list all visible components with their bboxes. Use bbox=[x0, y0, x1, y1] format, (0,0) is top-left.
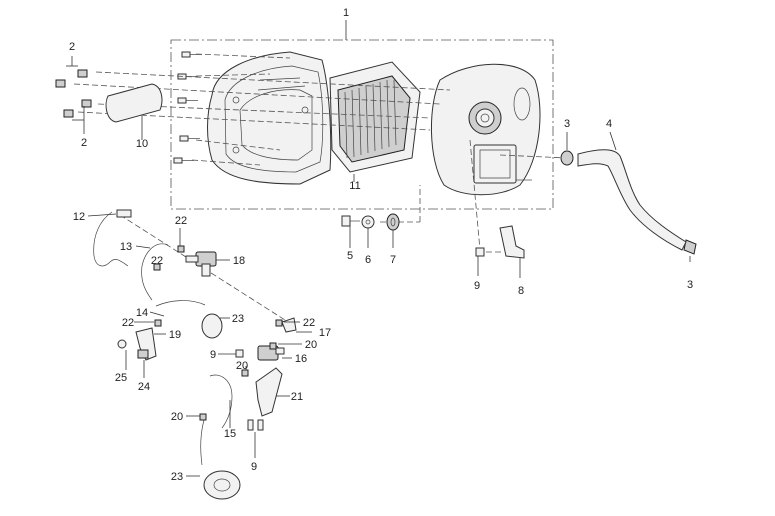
callout-9: 9 bbox=[210, 349, 216, 361]
callout-15: 15 bbox=[224, 428, 236, 440]
small-fittings bbox=[153, 245, 283, 431]
callout-18: 18 bbox=[233, 255, 245, 267]
callout-21: 21 bbox=[291, 391, 303, 403]
callout-22: 22 bbox=[122, 317, 134, 329]
hose-12 bbox=[93, 209, 132, 267]
bracket-8 bbox=[499, 225, 525, 259]
clamp-3-bottom bbox=[683, 239, 697, 255]
foam-pad bbox=[105, 83, 163, 123]
callout-3: 3 bbox=[564, 118, 570, 130]
callout-16: 16 bbox=[295, 353, 307, 365]
bolt-9 bbox=[475, 247, 485, 257]
callout-22: 22 bbox=[175, 215, 187, 227]
callout-7: 7 bbox=[390, 254, 396, 266]
callout-4: 4 bbox=[606, 118, 612, 130]
air-filter-element bbox=[329, 61, 421, 173]
callout-20: 20 bbox=[305, 339, 317, 351]
callout-23: 23 bbox=[232, 313, 244, 325]
callout-12: 12 bbox=[73, 211, 85, 223]
part-25 bbox=[117, 339, 127, 349]
airbox-left-half bbox=[207, 51, 332, 185]
bolt-5 bbox=[341, 215, 360, 227]
bolt bbox=[179, 135, 200, 142]
assembly-box bbox=[170, 20, 554, 210]
callout-9: 9 bbox=[251, 461, 257, 473]
callout-5: 5 bbox=[347, 250, 353, 262]
grommet-7 bbox=[386, 213, 400, 231]
callout-labels: 1 2 2 3 3 4 5 6 7 8 9 9 9 10 11 12 13 14… bbox=[69, 7, 693, 483]
callout-2: 2 bbox=[81, 137, 87, 149]
bolt bbox=[177, 97, 198, 104]
elbow-17 bbox=[281, 317, 297, 333]
lower-hose bbox=[200, 419, 241, 500]
bracket-21 bbox=[255, 367, 283, 417]
callout-6: 6 bbox=[365, 254, 371, 266]
callout-20: 20 bbox=[236, 360, 248, 372]
callout-25: 25 bbox=[115, 372, 127, 384]
leader-lines bbox=[66, 56, 691, 477]
callout-19: 19 bbox=[169, 329, 181, 341]
callout-13: 13 bbox=[120, 241, 132, 253]
callout-24: 24 bbox=[138, 381, 150, 393]
callout-9: 9 bbox=[474, 280, 480, 292]
callout-11: 11 bbox=[349, 180, 360, 192]
hose-15 bbox=[209, 374, 233, 429]
callout-1: 1 bbox=[343, 7, 349, 19]
callout-14: 14 bbox=[136, 307, 148, 319]
callout-20: 20 bbox=[171, 411, 183, 423]
clamp-3-top bbox=[560, 150, 574, 166]
hose-13 bbox=[141, 243, 169, 301]
callout-10: 10 bbox=[136, 138, 148, 150]
callout-17: 17 bbox=[319, 327, 331, 339]
breather-hose-4 bbox=[577, 149, 687, 251]
bolts-2 bbox=[55, 69, 92, 118]
callout-22: 22 bbox=[303, 317, 315, 329]
callout-23: 23 bbox=[171, 471, 183, 483]
callout-8: 8 bbox=[518, 285, 524, 297]
washer-6 bbox=[361, 215, 375, 229]
part-24 bbox=[137, 349, 149, 359]
valve-18 bbox=[185, 251, 217, 277]
callout-3: 3 bbox=[687, 279, 693, 291]
callout-2: 2 bbox=[69, 41, 75, 53]
bolt bbox=[173, 157, 194, 164]
bracket-19 bbox=[135, 327, 157, 361]
airbox-cover bbox=[430, 63, 541, 196]
fitting-23-top bbox=[155, 300, 223, 339]
callout-22: 22 bbox=[151, 255, 163, 267]
